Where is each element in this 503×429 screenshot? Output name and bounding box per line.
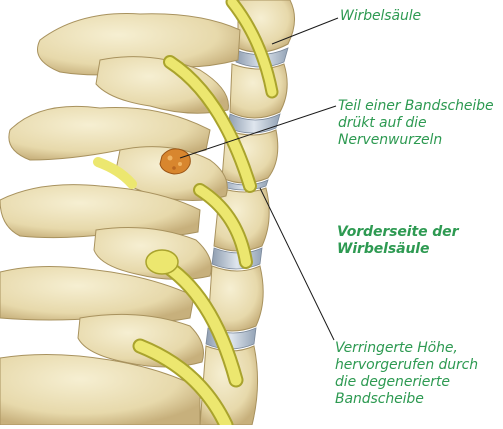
label-verringerte-hoehe: Verringerte Höhe, hervorgerufen durch di… [335, 340, 478, 408]
nerve-ganglion [146, 250, 178, 274]
herniated-disc-fragment [160, 149, 190, 174]
posterior-processes [0, 14, 240, 425]
label-bandscheibe: Teil einer Bandscheibe drükt auf die Ner… [338, 98, 493, 149]
leader-line-hoehe [260, 188, 334, 340]
label-wirbelsaeule: Wirbelsäule [340, 8, 421, 25]
vertebral-body-2 [230, 64, 287, 118]
label-vorderseite: Vorderseite der Wirbelsäule [337, 224, 458, 258]
